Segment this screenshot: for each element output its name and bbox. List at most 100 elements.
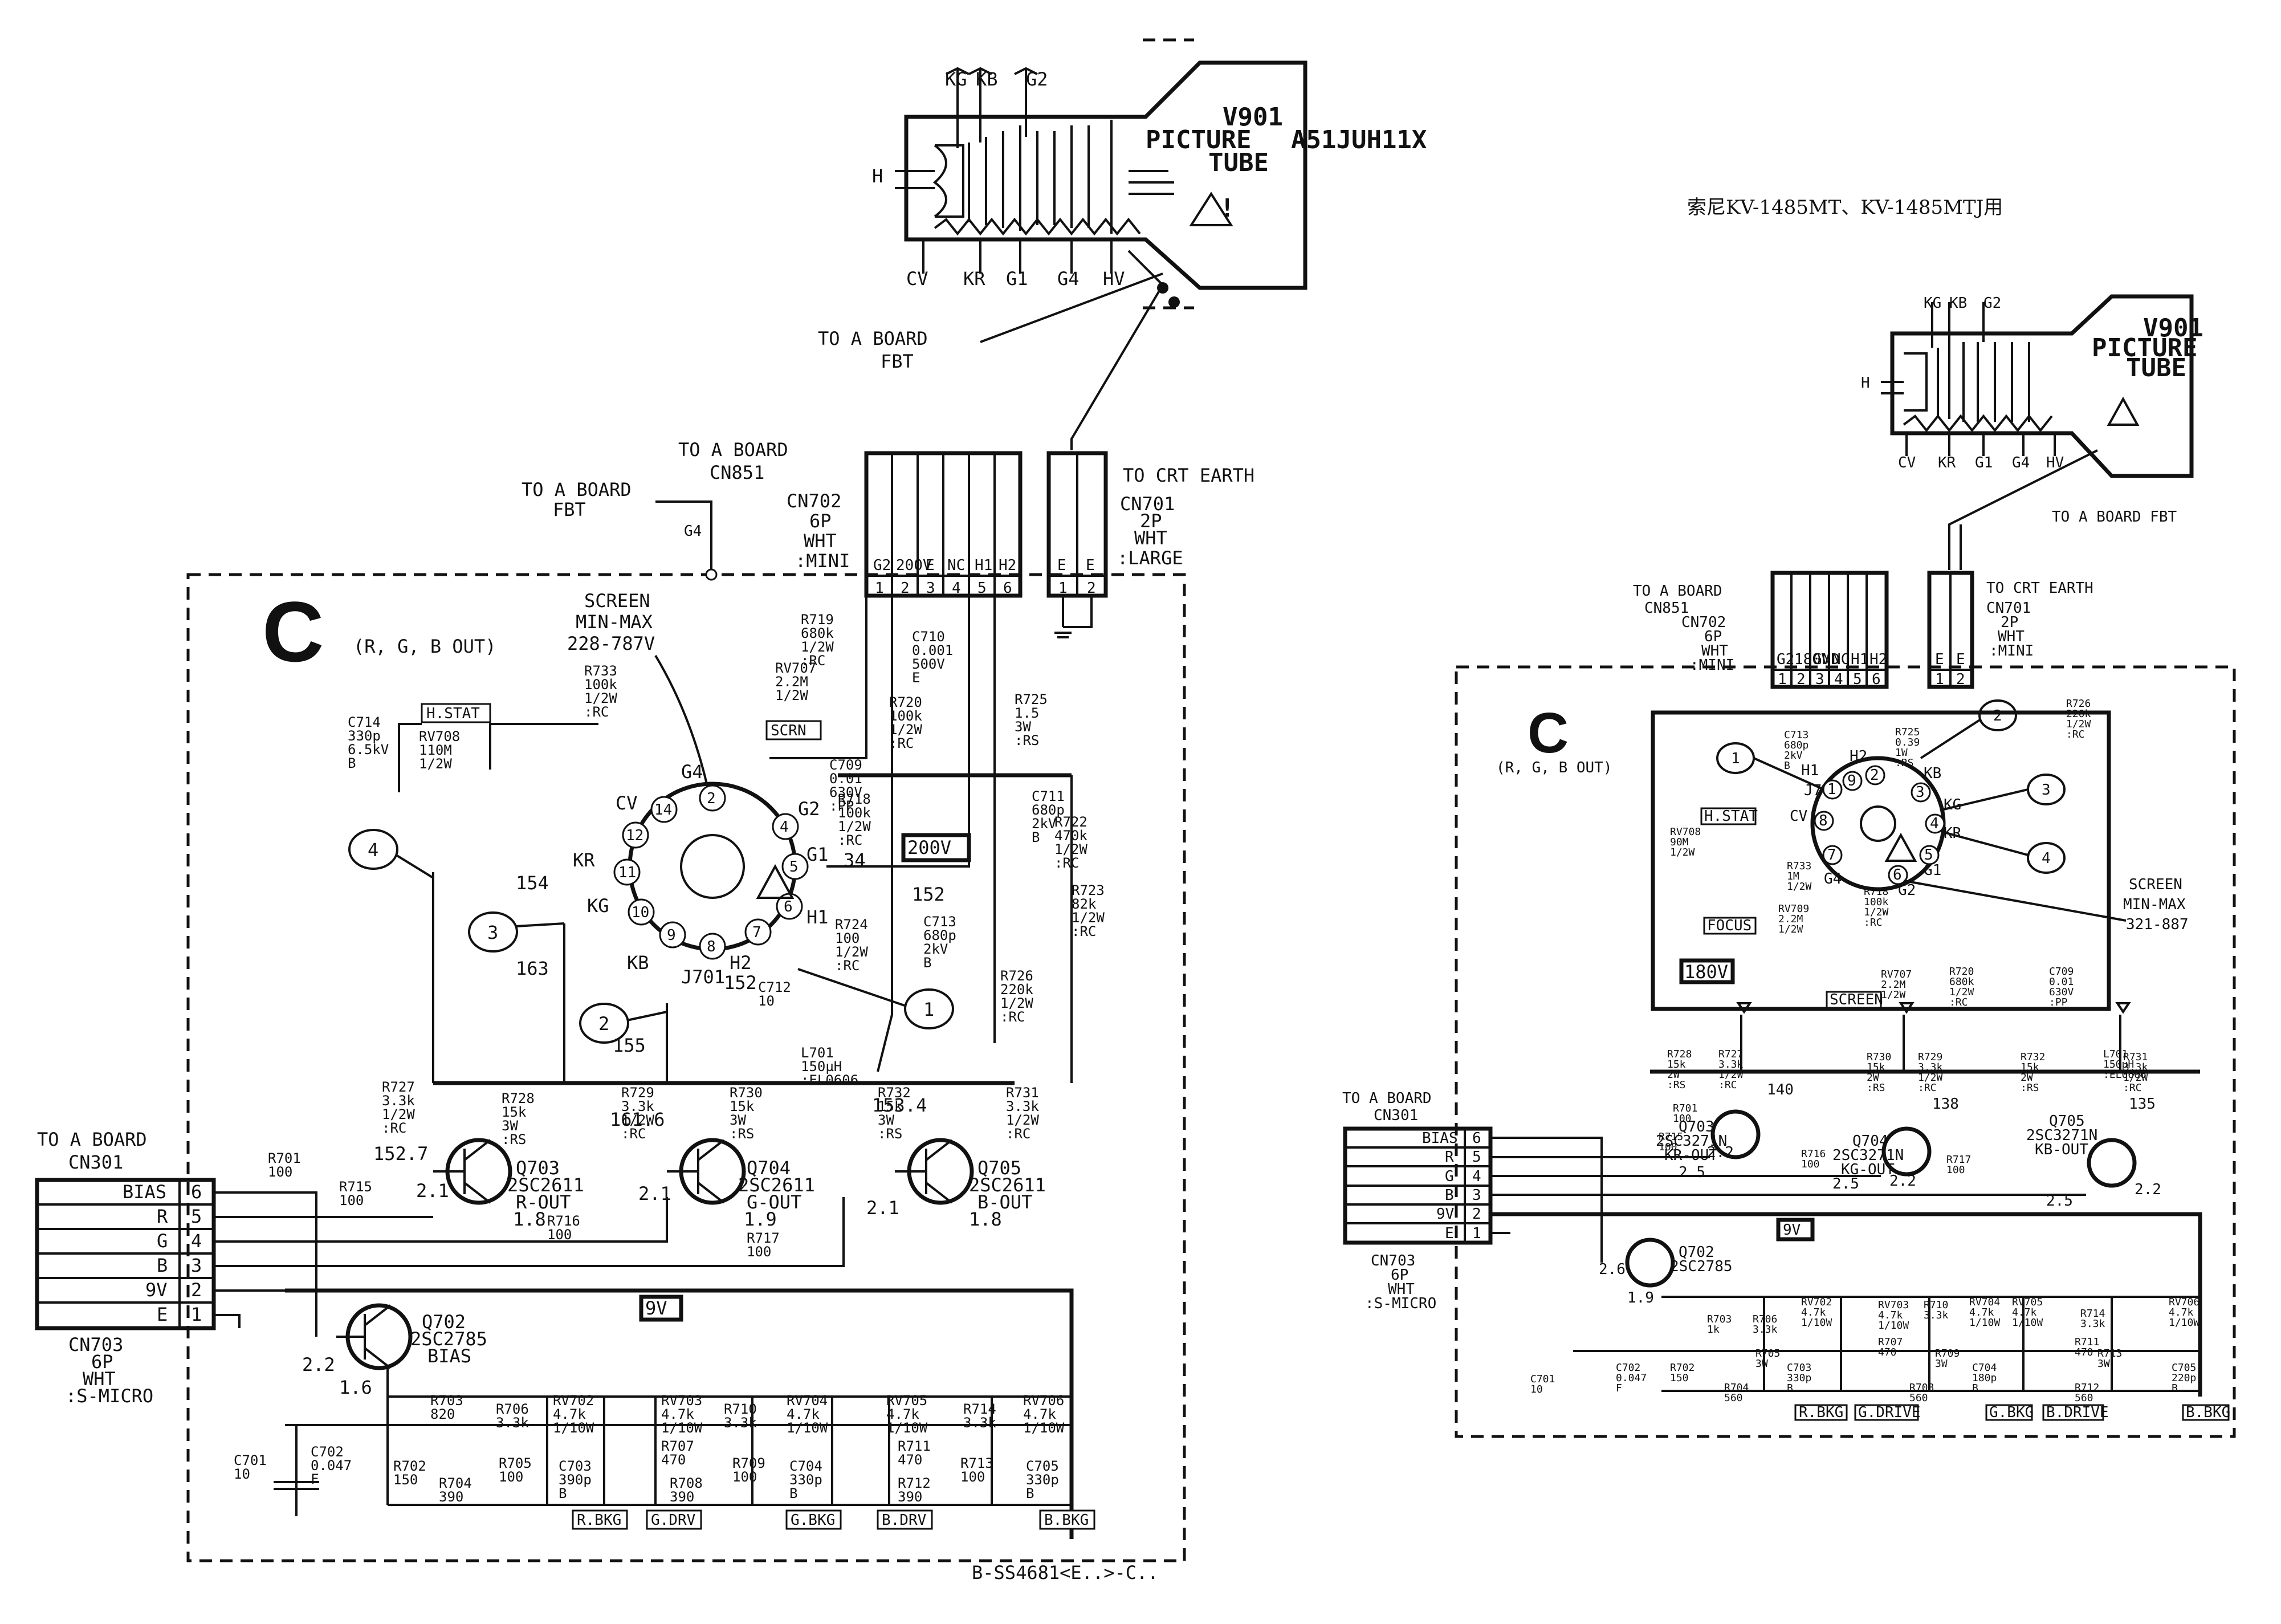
component-label-r727-value: 1/2W xyxy=(1718,1069,1744,1081)
cn701-num-2: 2 xyxy=(1087,580,1096,597)
v-163: 163 xyxy=(516,958,549,979)
component-label-r703-value: 1k xyxy=(1707,1324,1720,1336)
cn702-right: G2 180V GND NC H1 H2 1 2 3 4 5 6 TO A BO… xyxy=(1633,571,1889,689)
component-label-r724-value: :RC xyxy=(835,958,860,974)
q703-role: R-OUT xyxy=(516,1191,571,1213)
component-label-c709-value: 0.01 xyxy=(829,771,862,787)
crt-socket-j701-left: 2 4 5 6 7 8 9 10 11 12 14 CV G4 G2 G1 H1… xyxy=(573,761,829,988)
component-label-r723-value: 82k xyxy=(1072,896,1097,912)
vr-140: 140 xyxy=(1767,1081,1794,1098)
cn701-right: E E 1 2 TO CRT EARTH CN701 2P WHT :MINI xyxy=(1927,571,2093,689)
v-2-1c: 2.1 xyxy=(866,1197,899,1219)
component-label-r720-value: 1/2W xyxy=(889,722,922,738)
component-label-r707: R707 xyxy=(661,1438,694,1454)
cn301-name-right: CN301 xyxy=(1374,1107,1418,1124)
component-label-r715-value: 100 xyxy=(339,1192,364,1208)
bottom-tags-right: R.BKG G.DRIVE G.BKG B.DRIVE B.BKG xyxy=(1794,1404,2230,1421)
cn301r-e: E xyxy=(1445,1225,1454,1242)
component-labels-right: C713680p2kVBR7250.391W:RSR726220k1/2W:RC… xyxy=(1530,698,2199,1404)
cn701-left: E E 1 2 TO CRT EARTH CN701 2P WHT :LARGE xyxy=(1046,451,1254,638)
tube-pin-hv: HV xyxy=(1103,268,1125,290)
component-label-r720-value: 1/2W xyxy=(1949,986,1974,998)
g4-label-left: G4 xyxy=(684,523,702,540)
q705-ref: Q705 xyxy=(977,1157,1021,1179)
cn702r-pin-180v: 180V xyxy=(1794,651,1830,668)
component-label-r706: R706 xyxy=(1753,1313,1777,1325)
socket-r-cv: CV xyxy=(1790,808,1807,825)
component-label-r715: R715 xyxy=(339,1179,372,1195)
v-152-7: 152.7 xyxy=(373,1143,428,1165)
q704-role: G-OUT xyxy=(747,1191,801,1213)
cn301-num-5: 5 xyxy=(191,1206,202,1227)
v-2-2: 2.2 xyxy=(302,1354,335,1375)
component-label-c714: C714 xyxy=(348,714,381,730)
v200-tag-left: 200V xyxy=(907,837,951,858)
component-label-r728-value: 15k xyxy=(502,1104,527,1120)
component-label-rv702-value: 4.7k xyxy=(1801,1306,1826,1318)
component-label-r730-value: 3W xyxy=(730,1112,746,1128)
component-label-r724-value: 1/2W xyxy=(835,944,868,960)
component-label-c703-value: 390p xyxy=(559,1472,592,1488)
socket-label-kg: KG xyxy=(587,895,609,917)
component-label-r711-value: 470 xyxy=(2075,1346,2093,1358)
component-label-r730: R730 xyxy=(730,1085,763,1101)
component-label-rv703: RV703 xyxy=(1878,1299,1909,1311)
component-label-rv708-value: 1/2W xyxy=(1670,846,1695,858)
component-label-c713-value: 2kV xyxy=(1784,750,1803,762)
component-label-rv709-value: 2.2M xyxy=(1778,913,1803,925)
tube-type-right: PICTURE xyxy=(2092,333,2197,363)
component-label-c709: C709 xyxy=(829,757,862,773)
cn301-num-1: 1 xyxy=(191,1304,202,1325)
cn702r-num-4: 4 xyxy=(1834,671,1843,688)
component-label-r728-value: :RS xyxy=(1667,1079,1686,1091)
tag-b-drv-left: B.DRV xyxy=(882,1512,926,1529)
component-label-l701-value: :EL0606 xyxy=(2103,1069,2146,1081)
cn702r-pin-h2: H2 xyxy=(1869,651,1887,668)
cn301-num-2: 2 xyxy=(191,1279,202,1301)
component-label-c713: C713 xyxy=(923,914,956,930)
v-2-1a: 2.1 xyxy=(416,1180,449,1202)
cn701r-num-1: 1 xyxy=(1935,671,1944,688)
q705r-ref: Q705 xyxy=(2049,1113,2085,1130)
component-label-r715-value: 100 xyxy=(1659,1141,1677,1153)
board-outline-left xyxy=(186,573,1186,1562)
component-label-rv705-value: 4.7k xyxy=(2012,1306,2037,1318)
component-label-r725-value: 3W xyxy=(1015,719,1031,735)
component-label-r705: R705 xyxy=(1755,1348,1780,1360)
component-label-rv702-value: 1/10W xyxy=(553,1420,594,1436)
component-label-r708-value: 560 xyxy=(1909,1392,1928,1404)
component-label-c702-value: F xyxy=(311,1471,319,1487)
component-label-r713: R713 xyxy=(960,1455,993,1471)
to-board-cn851-right: TO A BOARD xyxy=(1633,583,1722,600)
v9-tag-right: 9V xyxy=(1783,1222,1801,1239)
component-label-r719-value: 1/2W xyxy=(801,639,834,655)
component-label-r701: R701 xyxy=(268,1150,301,1166)
cn701-name-left: CN701 xyxy=(1120,493,1175,515)
q702-ref: Q702 xyxy=(422,1311,466,1333)
tag-b-bkg-left: B.BKG xyxy=(1044,1512,1089,1529)
q703r-role: KR-OUT xyxy=(1664,1147,1718,1164)
tube-pin-cv: CV xyxy=(906,268,928,290)
cn702r-type: :MINI xyxy=(1690,657,1734,674)
component-label-r711: R711 xyxy=(898,1438,931,1454)
callout-1-left: 1 xyxy=(923,999,934,1020)
component-label-r731-value: 1/2W xyxy=(2123,1072,2148,1084)
cn703-name-right: CN703 xyxy=(1371,1252,1415,1269)
to-fbt-label-1: TO A BOARD xyxy=(818,328,928,349)
component-label-c703-value: B xyxy=(559,1485,567,1501)
component-label-r714: R714 xyxy=(963,1401,996,1417)
socket-pin-12: 12 xyxy=(626,827,643,844)
cn702-num-1: 1 xyxy=(875,580,884,597)
vr-2-2b: 2.2 xyxy=(1889,1173,1916,1190)
socket-label-h1: H1 xyxy=(807,906,829,928)
socket-r-pin-4: 4 xyxy=(1930,815,1939,832)
socket-r-pin-2: 2 xyxy=(1870,767,1879,784)
hstat-tag-right: H.STAT xyxy=(1704,808,1758,825)
component-label-r717: R717 xyxy=(1946,1154,1971,1166)
cn702-pin-nc: NC xyxy=(947,557,965,574)
vr-2-5b: 2.5 xyxy=(1832,1175,1859,1192)
component-label-r705: R705 xyxy=(499,1455,532,1471)
tube-word-left: TUBE xyxy=(1208,148,1269,177)
component-label-r719-value: :RC xyxy=(801,653,825,669)
cn301-e: E xyxy=(157,1304,168,1325)
